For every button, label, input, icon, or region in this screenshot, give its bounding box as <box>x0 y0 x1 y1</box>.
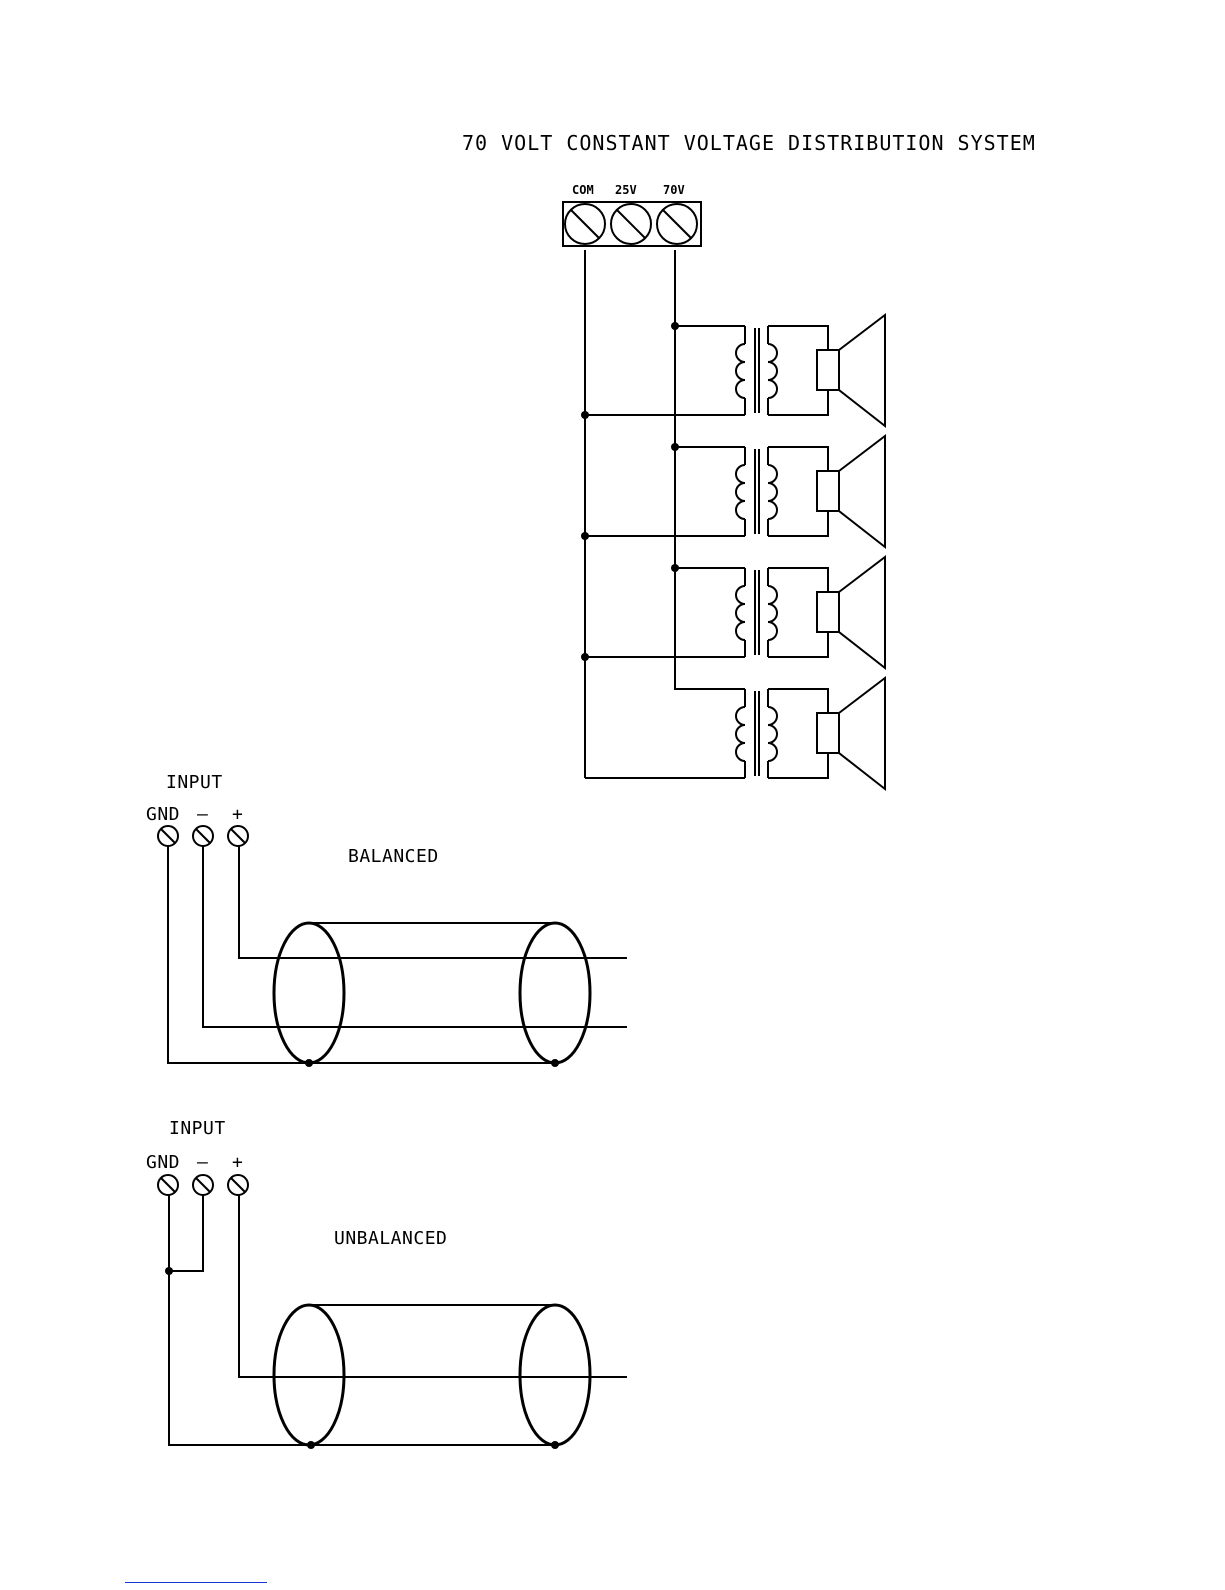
balanced-terminal-minus-label: – <box>197 804 208 825</box>
unbalanced-plus-wire <box>239 1195 627 1377</box>
transformer-primary-coil <box>736 689 745 778</box>
balanced-shield-junction-left <box>305 1059 313 1067</box>
speaker-unit-3 <box>581 557 885 668</box>
tap-junction-com <box>581 532 589 540</box>
speaker-unit-4 <box>585 678 885 789</box>
speaker-cone-icon <box>839 557 885 668</box>
secondary-wire-bottom <box>768 390 828 415</box>
transformer-secondary-coil <box>768 568 777 657</box>
speaker-cone-icon <box>839 315 885 426</box>
speaker-magnet <box>817 713 839 753</box>
screw-terminal-25v <box>611 204 651 244</box>
tap-junction-com <box>581 653 589 661</box>
balanced-shield-junction-right <box>551 1059 559 1067</box>
balanced-screw-minus <box>193 826 213 846</box>
unbalanced-terminal-gnd-label: GND <box>146 1152 180 1173</box>
unbalanced-terminal-minus-label: – <box>197 1152 208 1173</box>
screw-terminal-com <box>565 204 605 244</box>
balanced-terminal-plus-label: + <box>232 804 243 825</box>
balanced-screw-gnd <box>158 826 178 846</box>
terminal-label-70v: 70V <box>663 183 685 197</box>
speaker-cone-icon <box>839 436 885 547</box>
unbalanced-terminal-plus-label: + <box>232 1152 243 1173</box>
tap-junction-70v <box>671 564 679 572</box>
balanced-ground-wire <box>168 846 555 1063</box>
unbalanced-shield-junction-right <box>551 1441 559 1449</box>
terminal-label-com: COM <box>572 183 594 197</box>
unbalanced-minus-jumper <box>169 1195 203 1271</box>
transformer-secondary-coil <box>768 326 777 415</box>
tap-junction-com <box>581 411 589 419</box>
transformer-primary-coil <box>736 326 745 415</box>
secondary-wire-top <box>768 447 828 471</box>
tap-junction-70v <box>671 443 679 451</box>
unbalanced-input-label: INPUT <box>169 1118 226 1139</box>
terminal-label-25v: 25V <box>615 183 637 197</box>
balanced-cable-shield <box>274 923 590 1063</box>
unbalanced-jumper-junction <box>165 1267 173 1275</box>
transformer-primary-coil <box>736 447 745 536</box>
balanced-input-section: INPUT GND – + BALANCED <box>146 772 627 1067</box>
unbalanced-screw-plus <box>228 1175 248 1195</box>
unbalanced-shield-junction-left <box>307 1441 315 1449</box>
balanced-screw-plus <box>228 826 248 846</box>
balanced-terminal-gnd-label: GND <box>146 804 180 825</box>
secondary-wire-bottom <box>768 632 828 657</box>
unbalanced-screw-gnd <box>158 1175 178 1195</box>
speaker-unit-1 <box>581 315 885 426</box>
screw-terminal-70v <box>657 204 697 244</box>
speaker-magnet <box>817 350 839 390</box>
balanced-input-label: INPUT <box>166 772 223 793</box>
speaker-magnet <box>817 471 839 511</box>
transformer-secondary-coil <box>768 689 777 778</box>
transformer-secondary-coil <box>768 447 777 536</box>
transformer-primary-coil <box>736 568 745 657</box>
unbalanced-input-section: INPUT GND – + UNBALANCED <box>146 1118 627 1449</box>
balanced-minus-wire <box>203 846 627 1027</box>
unbalanced-screw-minus <box>193 1175 213 1195</box>
secondary-wire-bottom <box>768 753 828 778</box>
output-terminal-block: COM 25V 70V <box>563 183 701 246</box>
secondary-wire-top <box>768 326 828 350</box>
bottom-link-underline <box>125 1582 267 1583</box>
balanced-label: BALANCED <box>348 846 439 867</box>
speaker-magnet <box>817 592 839 632</box>
speaker-units <box>581 315 885 789</box>
speaker-unit-2 <box>581 436 885 547</box>
tap-junction-70v <box>671 322 679 330</box>
diagram-title: 70 VOLT CONSTANT VOLTAGE DISTRIBUTION SY… <box>462 131 1036 155</box>
unbalanced-label: UNBALANCED <box>334 1228 447 1249</box>
secondary-wire-top <box>768 689 828 713</box>
secondary-wire-bottom <box>768 511 828 536</box>
secondary-wire-top <box>768 568 828 592</box>
speaker-cone-icon <box>839 678 885 789</box>
unbalanced-cable-shield <box>274 1305 590 1445</box>
